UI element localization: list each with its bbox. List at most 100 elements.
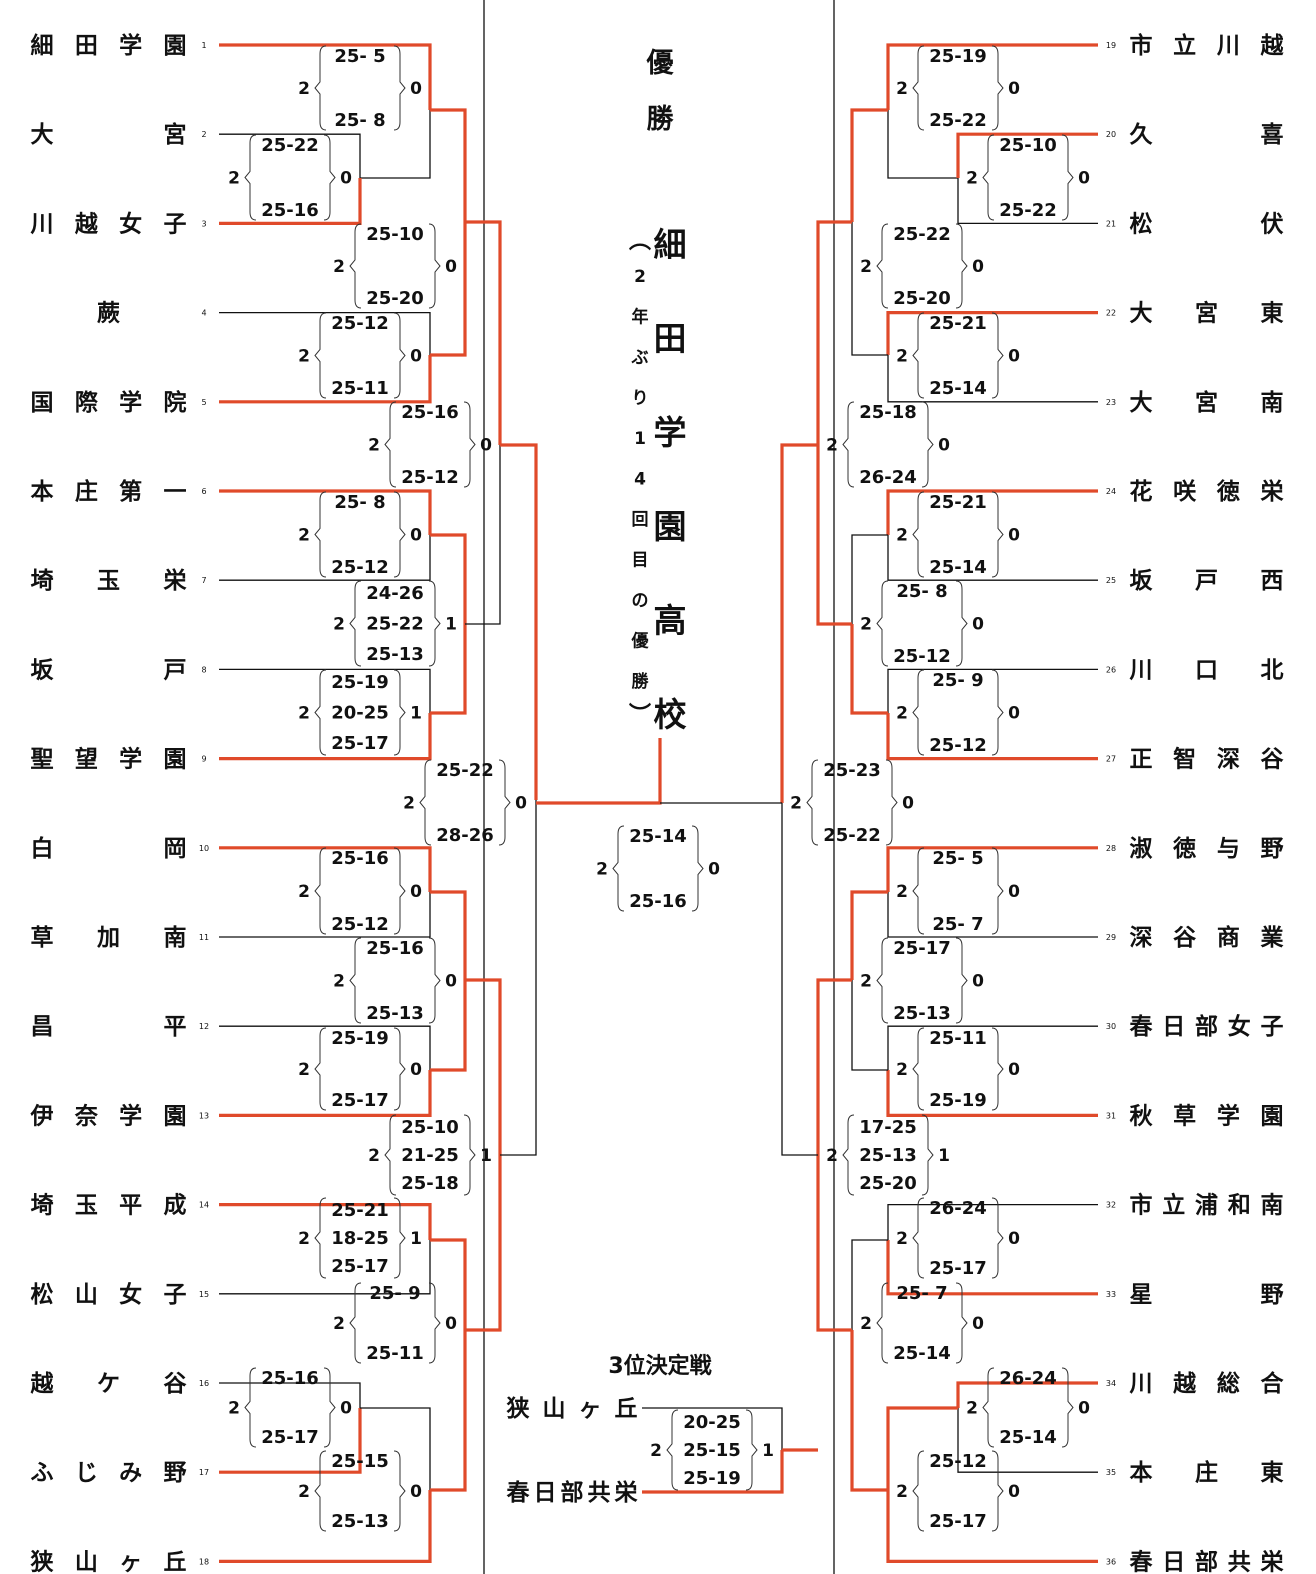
set-score: 25- 8 (334, 492, 385, 513)
seed-number: 29 (1106, 933, 1116, 942)
brace-right (1061, 1367, 1074, 1448)
team-name-char: 女 (119, 1281, 142, 1308)
team-name-char: 正 (1130, 747, 1153, 773)
sets-won-right: 1 (938, 1146, 950, 1166)
brace-left (314, 669, 327, 756)
brace-left (384, 401, 397, 488)
sets-won-right: 1 (445, 615, 457, 635)
brace-right (921, 1114, 934, 1196)
winner-path (956, 132, 1098, 178)
team-name-char: 立 (1162, 1192, 1185, 1219)
set-score: 25-22 (823, 825, 881, 846)
brace-left (349, 1282, 362, 1364)
winner-path (219, 846, 432, 892)
brace-right (428, 1282, 441, 1364)
team-name-char: 山 (75, 1549, 98, 1574)
third-place-team-bottom-char: 共 (588, 1480, 611, 1506)
team-name-char: 業 (1260, 924, 1285, 951)
team-name-char: 東 (1261, 1460, 1284, 1486)
team-name-char: 川 (31, 211, 54, 237)
set-score: 25-13 (859, 1145, 917, 1166)
seed-number: 21 (1106, 219, 1116, 228)
sets-won-right: 0 (410, 1060, 422, 1080)
team-name-char: 草 (31, 925, 54, 951)
brace-left (384, 1114, 397, 1196)
set-score: 25-10 (366, 224, 424, 245)
team-name-char: 細 (31, 33, 54, 59)
team-name-char: 丘 (164, 1549, 187, 1574)
third-place-title: 3位決定戦 (608, 1353, 712, 1379)
team-name-char: 大 (1130, 390, 1153, 416)
brace-left (419, 759, 432, 846)
winner-path (536, 738, 662, 805)
sets-won-right: 0 (972, 972, 984, 992)
winner-path (219, 178, 362, 225)
team-name-char: 宮 (1195, 300, 1218, 327)
set-score: 25-22 (366, 614, 424, 635)
bracket-line (781, 803, 818, 1156)
team-name-char: 栄 (1260, 1549, 1285, 1574)
team-name-char: 庄 (1195, 1459, 1218, 1486)
winner-path (219, 489, 432, 535)
team-name-char: 浦 (1195, 1192, 1218, 1219)
sets-won-left: 2 (790, 794, 802, 814)
bracket-line (887, 1203, 1098, 1240)
sets-won-right: 0 (708, 860, 720, 880)
seed-number: 7 (201, 576, 206, 585)
brace-left (244, 134, 257, 221)
set-score: 25-22 (893, 224, 951, 245)
team-name-char: 子 (164, 1282, 187, 1308)
brace-right (393, 1197, 406, 1279)
brace-left (842, 401, 855, 488)
team-name-char: 久 (1130, 121, 1153, 148)
team-name-char: 草 (1173, 1103, 1196, 1129)
team-name-char: 岡 (164, 836, 187, 862)
champion-note-char: 目 (632, 551, 649, 571)
team-name-char: 国 (31, 390, 54, 416)
champion-note-char: 勝 (632, 671, 650, 692)
bracket-line (219, 1382, 361, 1408)
brace-left (982, 1367, 995, 1448)
winner-path (430, 222, 467, 357)
seed-number: 10 (199, 844, 209, 853)
team-name-char: 市 (1130, 32, 1153, 59)
team-name-char: 園 (164, 33, 187, 59)
seed-number: 1 (201, 41, 206, 50)
team-name-char: ふ (31, 1460, 54, 1486)
set-score: 25-12 (929, 735, 987, 756)
set-score: 25-19 (331, 672, 389, 693)
brace-right (1061, 134, 1074, 221)
seed-number: 25 (1106, 576, 1116, 585)
set-score: 25-14 (999, 1427, 1057, 1448)
brace-left (314, 312, 327, 399)
team-name-char: 埼 (31, 568, 54, 594)
sets-won-left: 2 (860, 257, 872, 277)
brace-right (955, 223, 968, 309)
team-name-char: 狭 (30, 1549, 54, 1574)
brace-right (991, 1450, 1004, 1532)
brace-left (314, 45, 327, 131)
team-name-char: 松 (31, 1282, 54, 1308)
sets-won-left: 2 (333, 615, 345, 635)
set-score: 25-13 (366, 1003, 424, 1024)
brace-right (323, 1367, 336, 1448)
set-score: 25-12 (401, 467, 459, 488)
brace-left (349, 223, 362, 309)
seed-number: 32 (1106, 1201, 1116, 1210)
sets-won-left: 2 (896, 1060, 908, 1080)
team-name-char: 合 (1261, 1370, 1285, 1397)
bracket-line (642, 1407, 783, 1450)
bracket-line (219, 1240, 431, 1295)
set-score: 25-17 (331, 1256, 389, 1277)
seed-number: 28 (1106, 844, 1116, 853)
winner-path (430, 624, 467, 715)
seed-number: 35 (1106, 1468, 1116, 1477)
set-score: 25-20 (366, 288, 424, 309)
bracket-line (851, 534, 888, 624)
sets-won-left: 2 (896, 526, 908, 546)
seed-number: 36 (1106, 1557, 1116, 1566)
sets-won-left: 2 (826, 436, 838, 456)
bracket-line (957, 178, 1098, 225)
seed-number: 12 (199, 1022, 209, 1031)
